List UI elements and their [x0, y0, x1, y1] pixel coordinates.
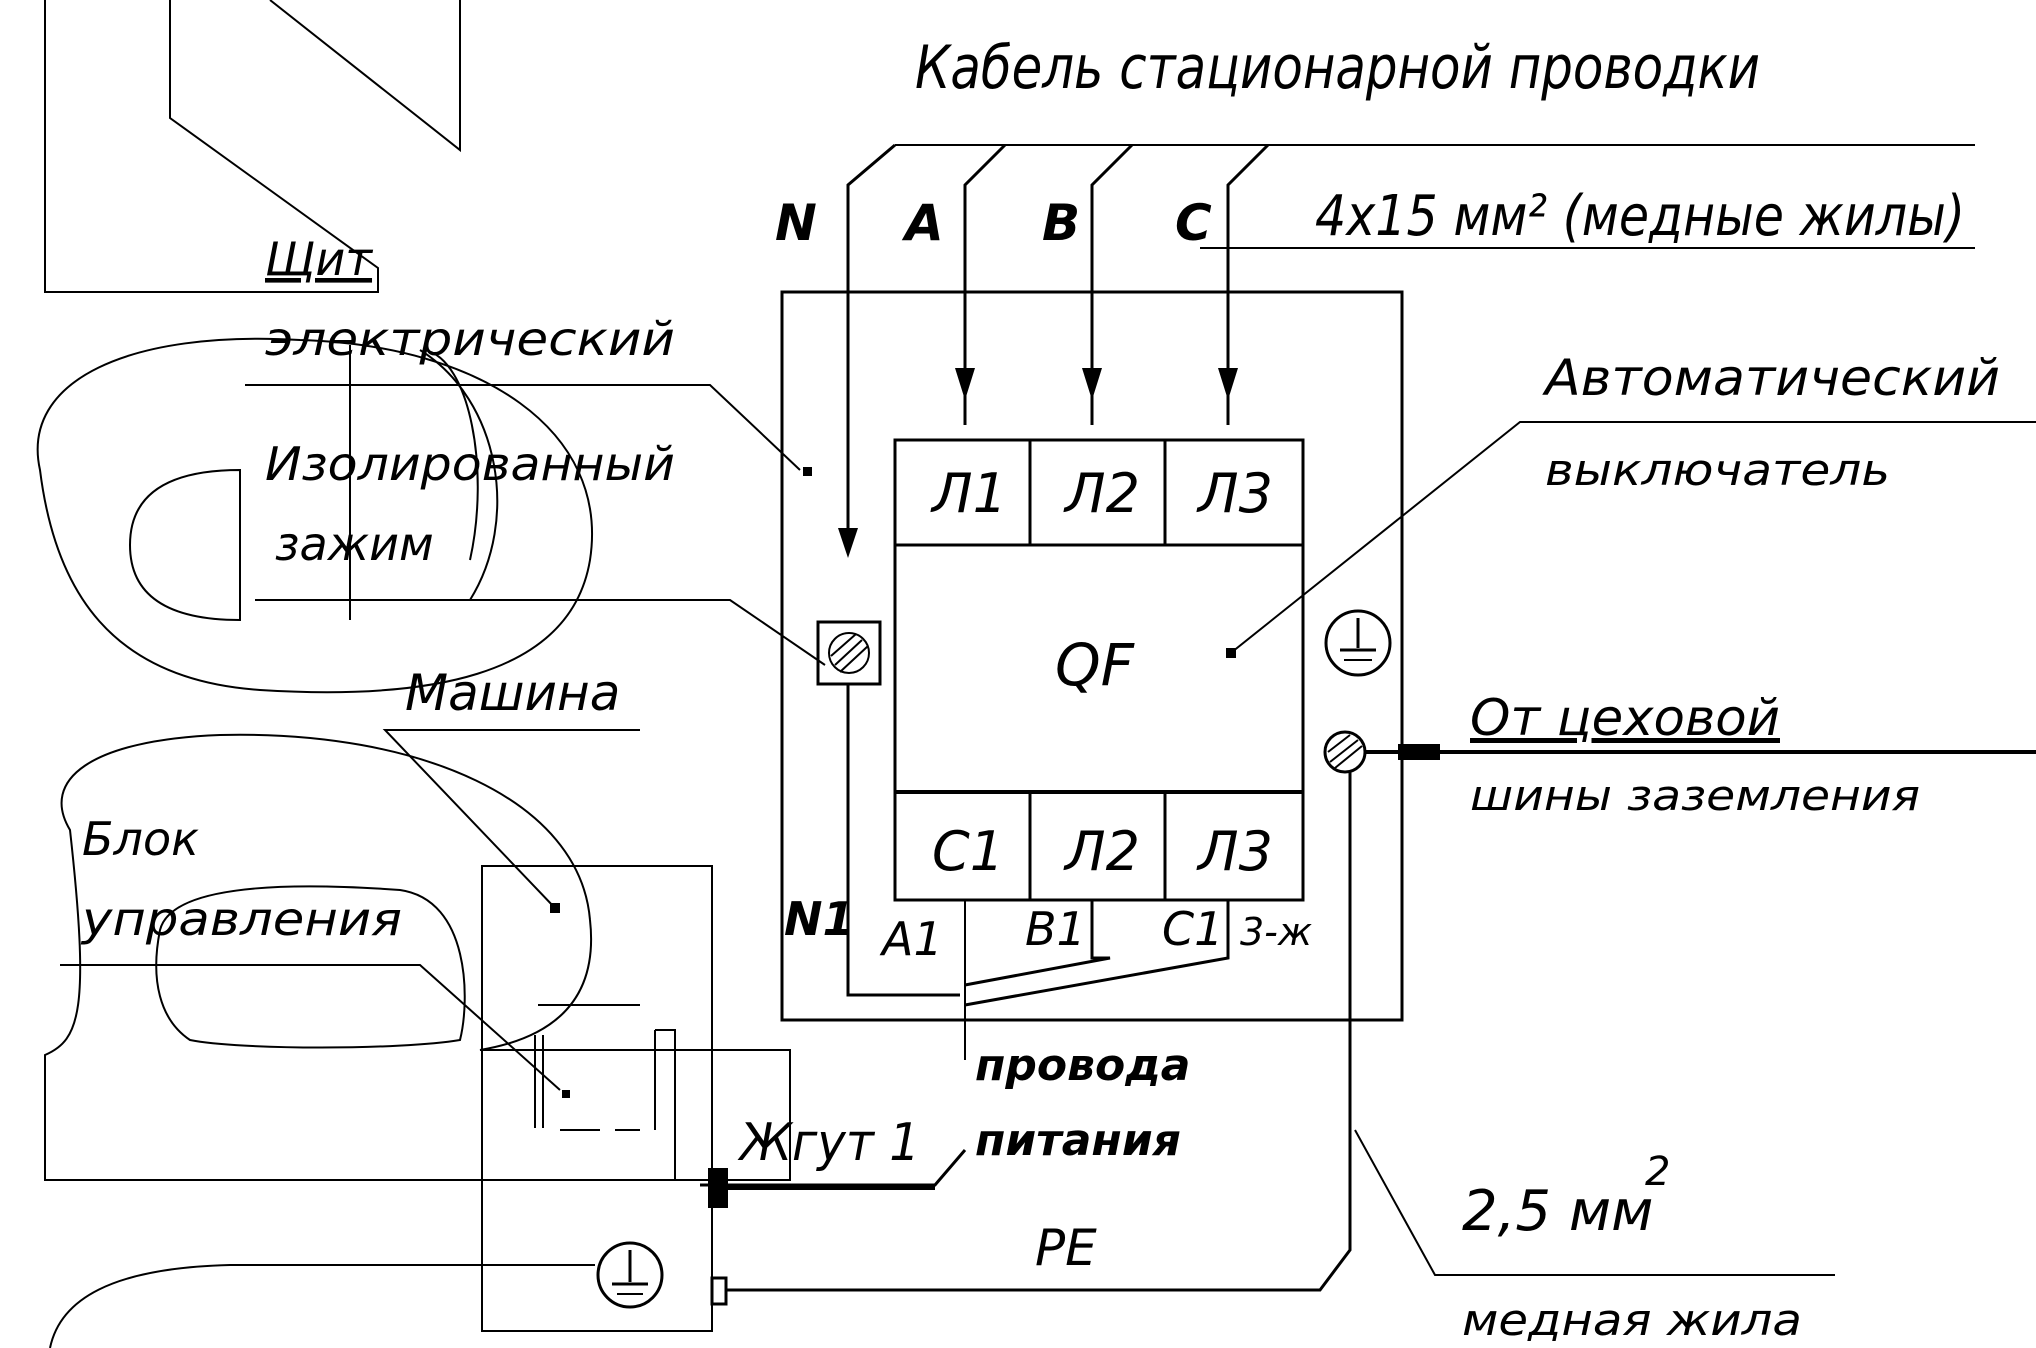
supply-wires-line1: провода	[975, 1040, 1190, 1091]
ghost-letter-e-outer	[44, 733, 791, 1181]
background-ghost-shapes	[36, 0, 791, 1348]
output-c1: C1	[1162, 902, 1223, 956]
connector-icon	[1398, 744, 1440, 760]
harness-wire	[655, 1029, 712, 1181]
cable-spec: 4x15 мм² (медные жилы)	[1315, 184, 1965, 249]
wire-material-label: медная жила	[1462, 1295, 1802, 1346]
panel-leader-dot	[803, 467, 812, 476]
top-terminal-l2: Л2	[1063, 462, 1140, 525]
panel-label-line2: электрический	[265, 312, 675, 366]
machine-leader-dot	[550, 903, 560, 913]
terminal-clamp-icon	[816, 620, 882, 686]
wire-b	[1090, 143, 1134, 425]
pe-connector	[710, 1276, 728, 1306]
control-unit	[534, 1004, 656, 1131]
ghost-letter-o-hook2	[349, 345, 479, 620]
harness-label: Жгут 1	[737, 1113, 920, 1173]
wire-size-label: 2,5 мм	[1462, 1179, 1653, 1244]
ghost-letter-z	[44, 0, 461, 293]
pe-label: PE	[1035, 1219, 1097, 1277]
arrow-down-icon	[1218, 368, 1238, 400]
wire-n	[846, 143, 896, 540]
ghost-letter-o-inner	[128, 468, 241, 622]
breaker-leader-dot	[1226, 648, 1236, 658]
phase-a-label: A	[901, 194, 944, 252]
clamp-label-line1: Изолированный	[265, 437, 675, 491]
breaker-label-line1: Автоматический	[1542, 349, 2000, 407]
supply-leader	[700, 1149, 967, 1187]
arrow-down-icon	[838, 528, 858, 558]
wire-size-leader	[1354, 1129, 1835, 1276]
ground-source-line2: шины заземления	[1470, 771, 1920, 820]
breaker-qf-label: QF	[1055, 631, 1136, 699]
clamp-label-line2: зажим	[275, 517, 434, 571]
cable-title: Кабель стационарной проводки	[915, 33, 1760, 103]
clamp-leader	[255, 599, 826, 666]
machine-label: Машина	[405, 664, 620, 722]
phase-b-label: B	[1042, 194, 1080, 252]
wire-a	[963, 143, 1007, 425]
phase-c-label: C	[1175, 194, 1212, 252]
arrow-down-icon	[1082, 368, 1102, 400]
bottom-terminal-c1: С1	[932, 820, 1004, 883]
panel-box	[780, 290, 1404, 1022]
bottom-terminal-l2: Л2	[1063, 820, 1140, 883]
output-wires	[846, 684, 1230, 1060]
connector-icon	[708, 1168, 728, 1208]
supply-wires-line2: питания	[975, 1115, 1181, 1166]
top-terminal-l3: Л3	[1196, 462, 1273, 525]
control-label-line2: управления	[80, 892, 402, 946]
top-terminal-l1: Л1	[930, 462, 1007, 525]
wire-c	[1226, 143, 1270, 425]
machine-box	[481, 865, 713, 1332]
output-a1: A1	[879, 912, 943, 966]
ground-icon	[596, 1241, 664, 1309]
control-label-line1: Блок	[82, 812, 199, 866]
panel-label-line1: Щит	[265, 232, 373, 286]
breaker-label-line2: выключатель	[1545, 445, 1890, 496]
ghost-letter-o-outer	[36, 337, 593, 694]
ghost-letter-o-hook	[419, 349, 499, 601]
ghost-letter-e-inner	[155, 885, 466, 1049]
breaker-outline	[893, 438, 1305, 902]
ground-icon	[1324, 609, 1392, 677]
ground-source-line1: От цеховой	[1470, 689, 1780, 747]
phase-wires	[846, 143, 1270, 540]
output-n1: N1	[784, 892, 855, 946]
pe-wire	[726, 772, 1352, 1292]
breaker-leader	[1231, 421, 2036, 653]
wire-size-superscript: 2	[1645, 1149, 1670, 1195]
breaker-qf: Л1 Л2 Л3 QF С1 Л2 Л3	[893, 438, 1305, 902]
control-leader	[60, 964, 561, 1091]
three-wire-label: 3-ж	[1240, 910, 1312, 954]
bottom-terminal-l3: Л3	[1196, 820, 1273, 883]
arrow-down-icon	[955, 368, 975, 400]
arrow-heads	[838, 368, 1238, 558]
phase-n-label: N	[775, 194, 817, 252]
panel-leader	[245, 384, 801, 471]
output-b1: B1	[1025, 902, 1086, 956]
machine-leader	[382, 729, 640, 909]
terminal-clamp-icon	[1323, 730, 1367, 774]
ghost-letter-bottom	[49, 1264, 595, 1348]
